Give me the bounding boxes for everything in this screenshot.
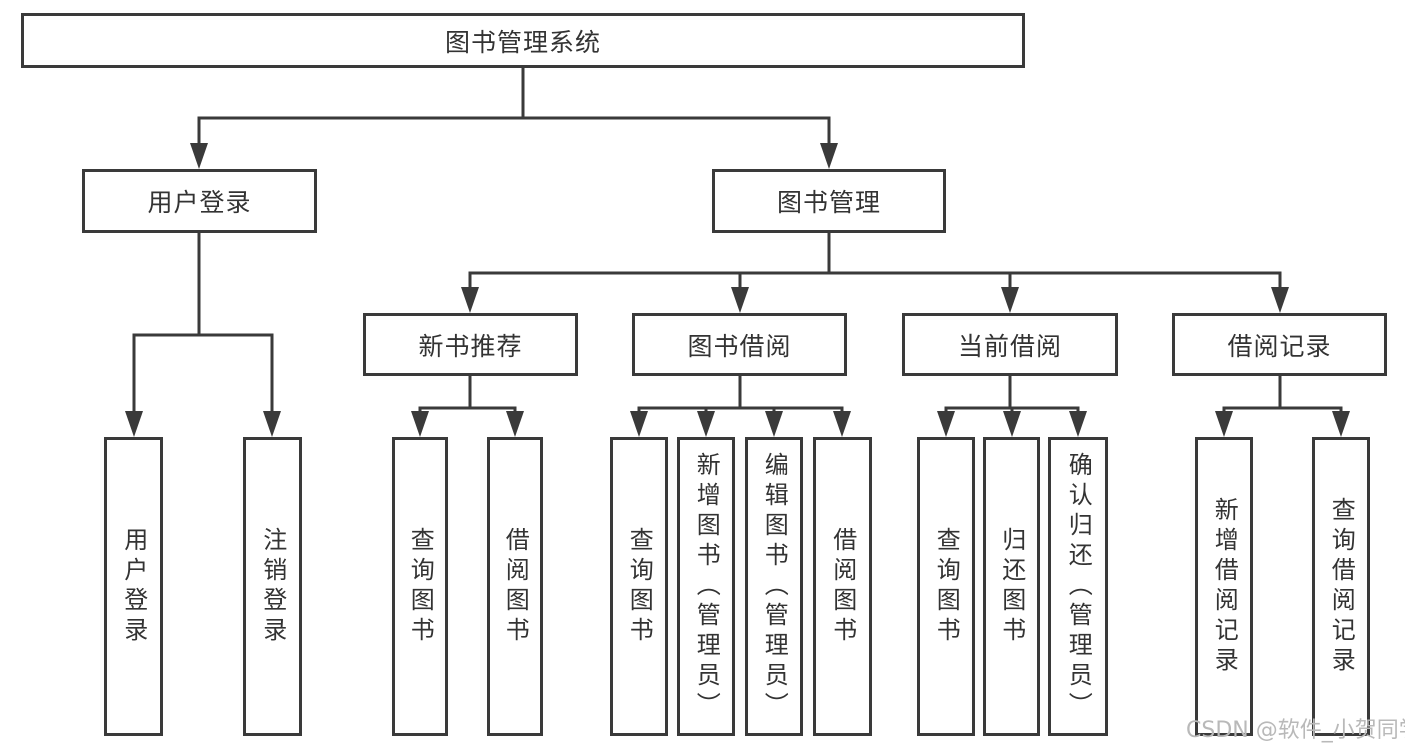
node-book-management: 图书管理 [712, 169, 946, 233]
leaf-query-books-borrow: 查询图书 [610, 437, 668, 736]
leaf-logout: 注销登录 [243, 437, 302, 736]
arrowhead-icons [125, 143, 1350, 437]
leaf-query-books-current: 查询图书 [917, 437, 975, 736]
node-borrow-records: 借阅记录 [1172, 313, 1387, 376]
leaf-add-borrow-record: 新增借阅记录 [1195, 437, 1253, 736]
leaf-user-login: 用户登录 [104, 437, 163, 736]
node-current-borrow: 当前借阅 [902, 313, 1118, 376]
leaf-borrow-books-borrow: 借阅图书 [813, 437, 872, 736]
leaf-query-books-recommend: 查询图书 [392, 437, 448, 736]
node-book-borrow: 图书借阅 [632, 313, 847, 376]
leaf-add-book-admin: 新增图书（管理员） [677, 437, 735, 736]
node-user-login: 用户登录 [82, 169, 317, 233]
leaf-confirm-return-admin: 确认归还（管理员） [1048, 437, 1108, 736]
node-root: 图书管理系统 [21, 13, 1025, 68]
leaf-return-book: 归还图书 [983, 437, 1040, 736]
leaf-query-borrow-record: 查询借阅记录 [1312, 437, 1370, 736]
leaf-borrow-books-recommend: 借阅图书 [487, 437, 543, 736]
node-new-book-recommend: 新书推荐 [363, 313, 578, 376]
leaf-edit-book-admin: 编辑图书（管理员） [745, 437, 803, 736]
